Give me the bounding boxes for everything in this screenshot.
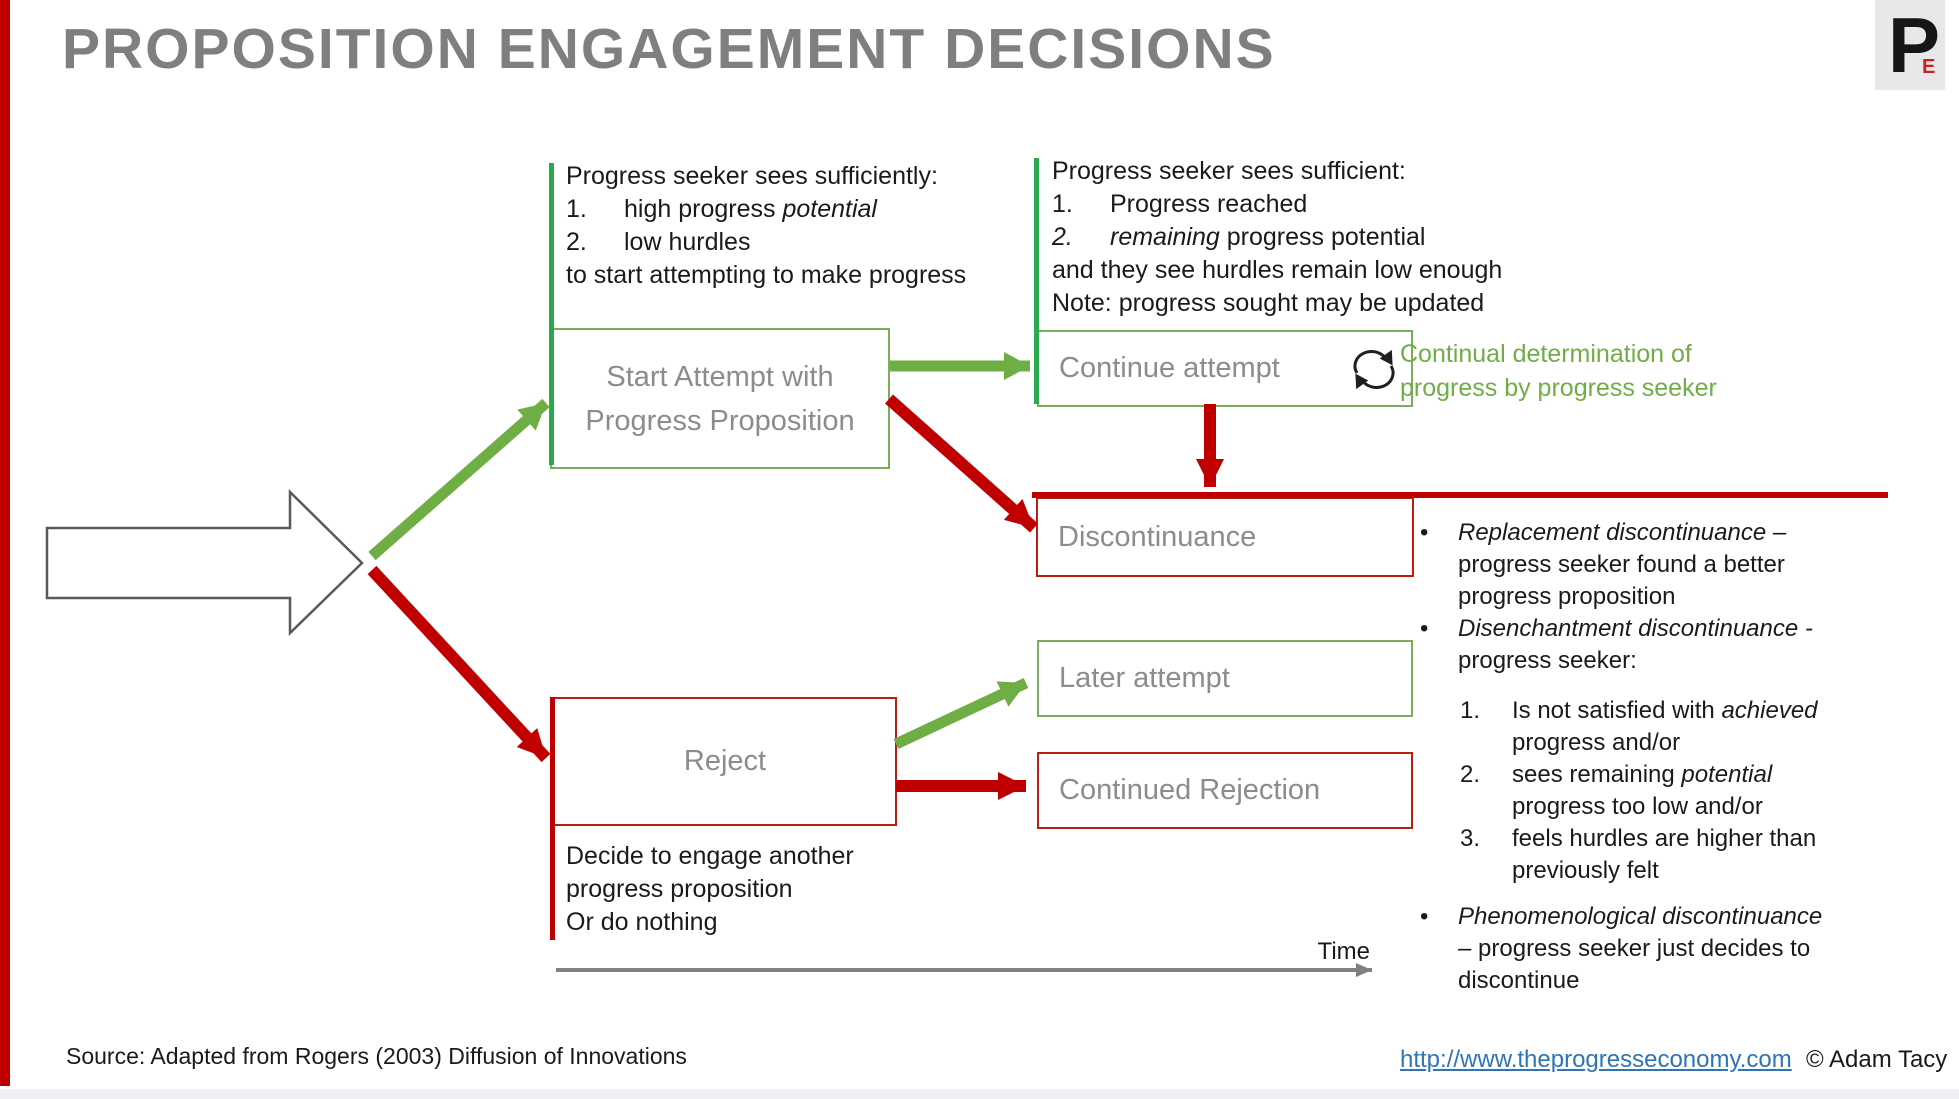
cycle-arrowhead-right <box>1379 349 1393 366</box>
start-conditions-note: Progress seeker sees sufficiently: 1. hi… <box>566 160 966 292</box>
continue-attempt-label: Continue attempt <box>1059 352 1280 384</box>
logo-letter-p: P <box>1888 1 1941 89</box>
bullet-phenomenological: • Phenomenological discontinuance – prog… <box>1420 903 1823 994</box>
discontinuance-label: Discontinuance <box>1058 520 1257 553</box>
note-list-item: 1. Progress reached <box>1052 190 1308 218</box>
logo-letter-e: E <box>1922 56 1936 78</box>
continued-rejection-box: Continued Rejection <box>1037 752 1413 829</box>
later-attempt-label: Later attempt <box>1059 662 1230 694</box>
arrow-start-to-discontinuance <box>885 394 1038 533</box>
arrow-decision-to-start <box>368 398 550 561</box>
bullet-replacement: • Replacement discontinuance – progress … <box>1420 519 1787 610</box>
note-line: Progress seeker sees sufficient: <box>1052 157 1406 185</box>
discontinuance-types-list: • Replacement discontinuance – progress … <box>1420 517 1959 997</box>
note-line: Note: progress sought may be updated <box>1052 289 1485 317</box>
arrow-decision-to-reject <box>367 565 551 763</box>
decision-label: Decision <box>115 546 220 576</box>
start-attempt-label-line2: Progress Proposition <box>585 404 855 437</box>
sublist-item: 2. sees remaining potential progress too… <box>1460 761 1773 820</box>
note-list-item: 2. remaining progress potential <box>1052 223 1426 251</box>
page-title: PROPOSITION ENGAGEMENT DECISIONS <box>62 17 1276 81</box>
note-list-item: 2. low hurdles <box>566 228 751 256</box>
start-attempt-box: Start Attempt with Progress Proposition <box>550 328 890 469</box>
discontinuance-box: Discontinuance <box>1036 497 1414 577</box>
continual-determination-note: Continual determination of progress by p… <box>1400 340 1717 402</box>
cycle-arc-top <box>1353 350 1388 374</box>
continue-conditions-note: Progress seeker sees sufficient: 1. Prog… <box>1052 155 1502 320</box>
note-line: and they see hurdles remain low enough <box>1052 256 1503 284</box>
later-attempt-box: Later attempt <box>1037 640 1413 717</box>
reject-box: Reject <box>553 697 897 826</box>
reject-note: Decide to engage another progress propos… <box>566 842 854 936</box>
sublist-item: 1. Is not satisfied with achieved progre… <box>1460 697 1818 756</box>
left-accent-bar <box>0 0 10 1086</box>
note-line: Progress seeker sees sufficiently: <box>566 162 938 190</box>
continued-rejection-label: Continued Rejection <box>1059 774 1321 806</box>
arrow-reject-to-later <box>893 678 1029 749</box>
source-citation: Source: Adapted from Rogers (2003) Diffu… <box>66 1043 687 1069</box>
continue-attempt-box: Continue attempt <box>1037 330 1413 407</box>
note-list-item: 1. high progress potential <box>566 195 877 223</box>
cycle-arrowhead-left <box>1355 373 1369 390</box>
time-axis-label: Time <box>1317 938 1370 965</box>
bullet-disenchantment: • Disenchantment discontinuance - progre… <box>1420 615 1813 674</box>
cycle-refresh-icon <box>1353 349 1395 390</box>
website-link[interactable]: http://www.theprogresseconomy.com <box>1400 1046 1792 1073</box>
note-line: to start attempting to make progress <box>566 261 967 289</box>
sublist-item: 3. feels hurdles are higher than previou… <box>1460 825 1817 884</box>
copyright-text: © Adam Tacy <box>1806 1046 1948 1073</box>
cycle-arc-bottom <box>1360 365 1395 389</box>
disenchantment-sublist: 1. Is not satisfied with achieved progre… <box>1460 695 1959 887</box>
bottom-edge-strip <box>0 1089 1959 1099</box>
pe-logo: P E <box>1875 0 1945 90</box>
start-attempt-label-line1: Start Attempt with <box>606 360 834 393</box>
reject-label: Reject <box>683 745 767 777</box>
